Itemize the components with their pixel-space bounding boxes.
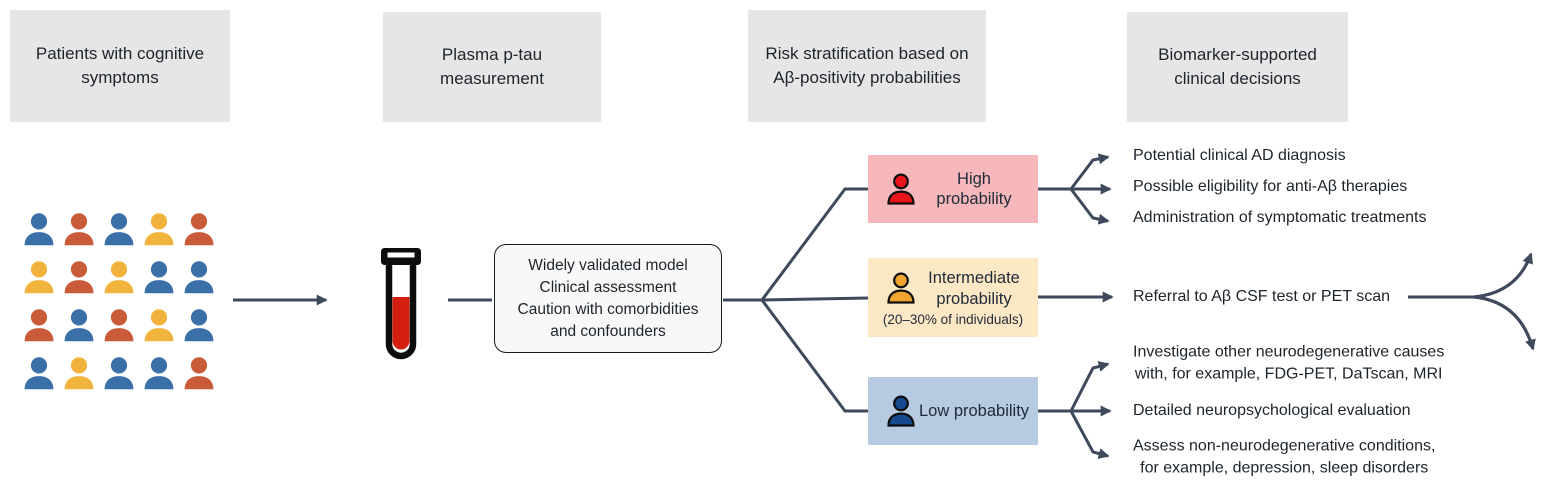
outcome-line: Assess non-neurodegenerative conditions, (1133, 437, 1436, 455)
risk-sub-intermediate: (20–30% of individuals) (882, 311, 1024, 327)
model-box-line: Widely validated model (528, 256, 688, 274)
person-icon (181, 212, 221, 260)
outcome-line: with, for example, FDG-PET, DaTscan, MRI (1134, 365, 1443, 382)
person-icon (141, 308, 181, 356)
risk-box-intermediate: Intermediate probability (20–30% of indi… (868, 258, 1038, 337)
outcome-neuropsych-evaluation: Detailed neuropsychological evaluation (1133, 402, 1411, 420)
header-box-patients: Patients with cognitive symptoms (10, 10, 230, 122)
model-box: Widely validated model Clinical assessme… (494, 244, 722, 353)
person-icon (101, 212, 141, 260)
model-box-line: Clinical assessment (539, 278, 677, 296)
person-icon (21, 356, 61, 404)
person-icon (101, 356, 141, 404)
model-box-line: Caution with comorbidities and confounde… (517, 300, 699, 340)
person-icon (181, 260, 221, 308)
risk-label-high: High probability (936, 169, 1012, 208)
person-icon-intermediate (887, 272, 915, 304)
header-label: Biomarker-supported clinical decisions (1158, 45, 1317, 88)
person-icon (61, 308, 101, 356)
header-box-decisions: Biomarker-supported clinical decisions (1127, 12, 1348, 122)
outcome-referral-csf-pet: Referral to Aβ CSF test or PET scan (1133, 288, 1390, 306)
person-icon (61, 260, 101, 308)
outcome-symptomatic-treatments: Administration of symptomatic treatments (1133, 209, 1427, 227)
outcome-anti-abeta-eligibility: Possible eligibility for anti-Aβ therapi… (1133, 178, 1408, 196)
header-box-risk: Risk stratification based on Aβ-positivi… (748, 10, 986, 122)
person-icon (21, 260, 61, 308)
person-icon (181, 308, 221, 356)
outcome-line: for example, depression, sleep disorders (1140, 459, 1429, 476)
person-icon (21, 212, 61, 260)
header-label: Patients with cognitive symptoms (35, 44, 205, 87)
person-icon (61, 356, 101, 404)
person-icon (101, 308, 141, 356)
person-icon (141, 356, 181, 404)
risk-label-intermediate: Intermediate probability (928, 269, 1020, 308)
outcome-investigate-neurodegenerative: Investigate other neurodegenerative caus… (1133, 341, 1444, 384)
outcome-ad-diagnosis: Potential clinical AD diagnosis (1133, 147, 1346, 165)
person-icon (21, 308, 61, 356)
person-icon (181, 356, 221, 404)
person-icon-high (887, 173, 915, 205)
people-grid (21, 212, 221, 404)
risk-box-low: Low probability (868, 377, 1038, 445)
person-icon (141, 212, 181, 260)
risk-box-high: High probability (868, 155, 1038, 223)
person-icon (141, 260, 181, 308)
header-label: Plasma p-tau measurement (440, 45, 544, 88)
person-icon-low (887, 395, 915, 427)
person-icon (61, 212, 101, 260)
person-icon (101, 260, 141, 308)
header-label: Risk stratification based on Aβ-positivi… (765, 44, 969, 87)
outcome-line: Investigate other neurodegenerative caus… (1133, 343, 1445, 361)
header-box-plasma: Plasma p-tau measurement (383, 12, 601, 122)
outcome-non-neurodegenerative: Assess non-neurodegenerative conditions,… (1133, 435, 1435, 478)
risk-label-low: Low probability (918, 401, 1030, 420)
test-tube-icon (381, 248, 421, 360)
